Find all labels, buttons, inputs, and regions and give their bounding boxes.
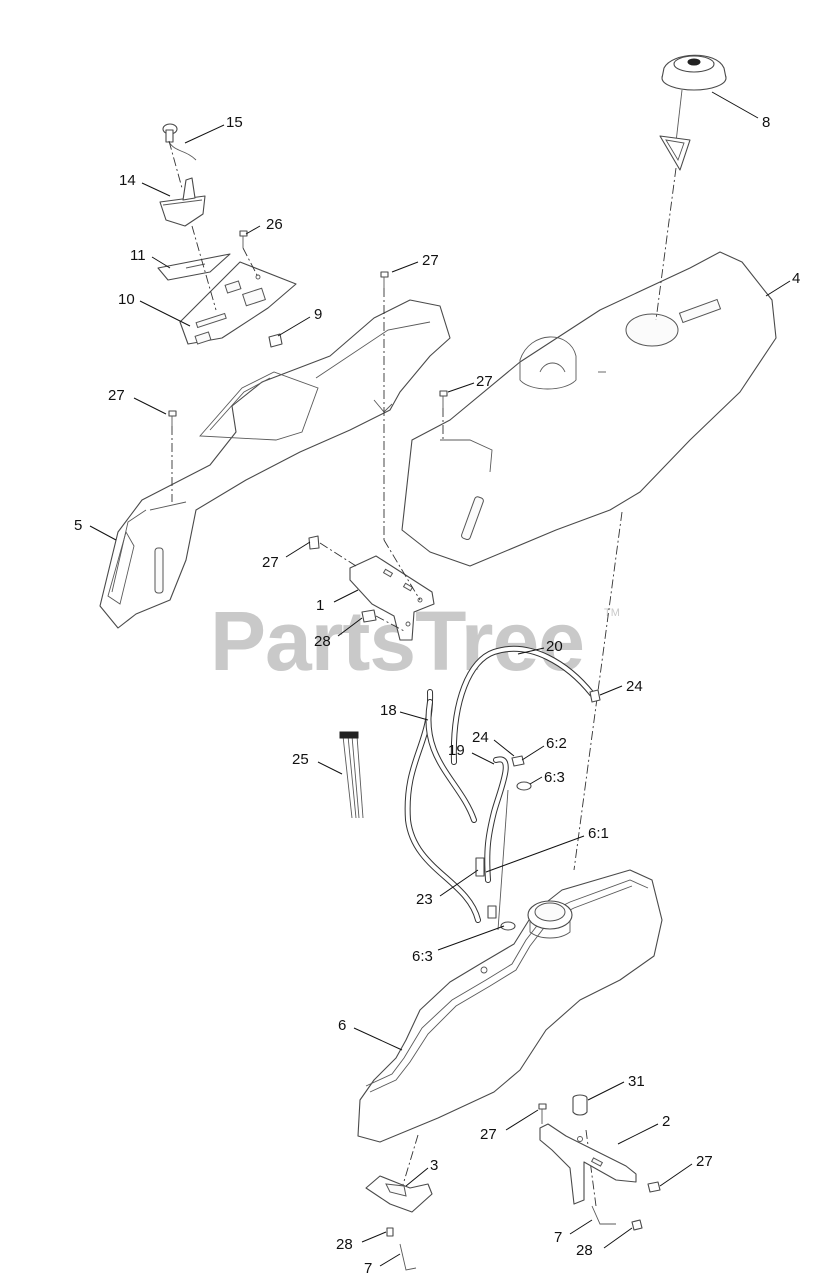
leader-lines — [89, 91, 791, 1267]
callout-28: 28 — [336, 1236, 353, 1253]
callout-8: 8 — [762, 114, 770, 131]
callout-27: 27 — [262, 554, 279, 571]
callout-7: 7 — [364, 1260, 372, 1277]
part-24-fittings — [511, 689, 601, 767]
callout-28: 28 — [576, 1242, 593, 1259]
part-28-nut-a — [361, 609, 377, 623]
callout-1: 1 — [316, 597, 324, 614]
callout-24: 24 — [472, 729, 489, 746]
part-27-screws-bottom — [538, 1103, 661, 1193]
callout-3: 3 — [430, 1157, 438, 1174]
part-15-choke-knob — [162, 123, 197, 161]
part-10-control-panel — [179, 261, 297, 345]
callout-6-3: 6:3 — [412, 948, 433, 965]
part-25-cable-ties — [339, 731, 364, 819]
part-11-decal — [157, 253, 231, 281]
callout-6-3: 6:3 — [544, 769, 565, 786]
callout-27: 27 — [696, 1153, 713, 1170]
part-31-bumper — [572, 1094, 588, 1116]
callout-6-2: 6:2 — [546, 735, 567, 752]
part-19-hose — [484, 756, 509, 883]
callout-11: 11 — [130, 247, 146, 264]
part-20-vent-hose — [450, 645, 595, 765]
callout-27: 27 — [480, 1126, 497, 1143]
callout-31: 31 — [628, 1073, 645, 1090]
callout-25: 25 — [292, 751, 309, 768]
callout-2: 2 — [662, 1113, 670, 1130]
watermark-trademark: TM — [604, 607, 620, 619]
callout-27: 27 — [476, 373, 493, 390]
callout-24: 24 — [626, 678, 643, 695]
callout-27: 27 — [108, 387, 125, 404]
part-1-bracket — [349, 555, 435, 641]
callout-18: 18 — [380, 702, 397, 719]
part-3-bracket — [365, 1175, 433, 1213]
callout-9: 9 — [314, 306, 322, 323]
callout-27: 27 — [422, 252, 439, 269]
callout-19: 19 — [448, 742, 465, 759]
callout-5: 5 — [74, 517, 82, 534]
part-2-tank-bracket — [539, 1123, 637, 1205]
callout-7: 7 — [554, 1229, 562, 1246]
callout-23: 23 — [416, 891, 433, 908]
part-18-fuel-hose — [404, 689, 481, 923]
callout-10: 10 — [118, 291, 135, 308]
callout-6: 6 — [338, 1017, 346, 1034]
part-27-screws — [168, 271, 448, 550]
callout-4: 4 — [792, 270, 800, 287]
callout-26: 26 — [266, 216, 283, 233]
callout-28: 28 — [314, 633, 331, 650]
callout-15: 15 — [226, 114, 243, 131]
part-4-tank-cover — [401, 251, 777, 567]
assembly-lines — [168, 140, 677, 1207]
part-5-side-panel — [99, 299, 451, 629]
part-9-clip — [268, 333, 283, 348]
callout-14: 14 — [119, 172, 136, 189]
part-6-3-grommets — [500, 781, 532, 931]
callout-6-1: 6:1 — [588, 825, 609, 842]
callout-20: 20 — [546, 638, 563, 655]
part-8-fuel-cap — [659, 54, 727, 171]
part-28-7-hardware — [386, 1205, 643, 1271]
part-6-1-pickup-tube — [475, 789, 509, 931]
callout-labels: 15 14 26 11 27 10 9 27 5 8 4 27 27 1 28 … — [74, 114, 800, 1277]
part-6-fuel-tank — [357, 869, 663, 1143]
part-14-control-housing — [159, 177, 206, 227]
